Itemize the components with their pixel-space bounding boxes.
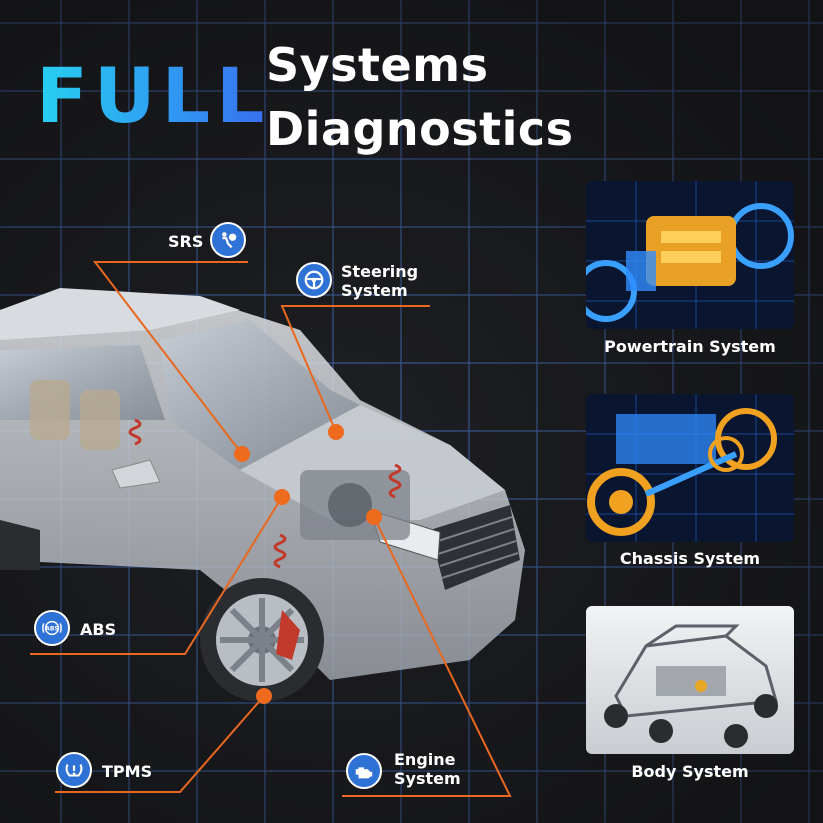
engine-label-line1: Engine [394, 750, 456, 769]
tire-pressure-icon [56, 752, 92, 788]
airbag-icon [210, 222, 246, 258]
powertrain-caption: Powertrain System [604, 337, 776, 356]
car-xray-illustration [0, 288, 525, 702]
srs-label: SRS [168, 232, 204, 251]
body-system-image [586, 606, 794, 754]
steering-label-line2: System [341, 281, 408, 300]
headline-systems: Systems [266, 38, 489, 92]
abs-label: ABS [80, 620, 117, 639]
steering-wheel-icon [296, 262, 332, 298]
tpms-label: TPMS [102, 762, 153, 781]
chassis-caption: Chassis System [619, 549, 761, 568]
powertrain-image [586, 181, 794, 329]
steering-label-line1: Steering [341, 262, 419, 281]
svg-text:ABS: ABS [45, 625, 58, 632]
engine-label-line2: System [394, 769, 461, 788]
headline-diagnostics: Diagnostics [266, 102, 574, 156]
body-system-caption: Body System [631, 762, 749, 781]
abs-icon: ABS [34, 610, 70, 646]
engine-icon [346, 753, 382, 789]
chassis-image [586, 394, 794, 542]
headline-full: FULL [36, 51, 271, 140]
